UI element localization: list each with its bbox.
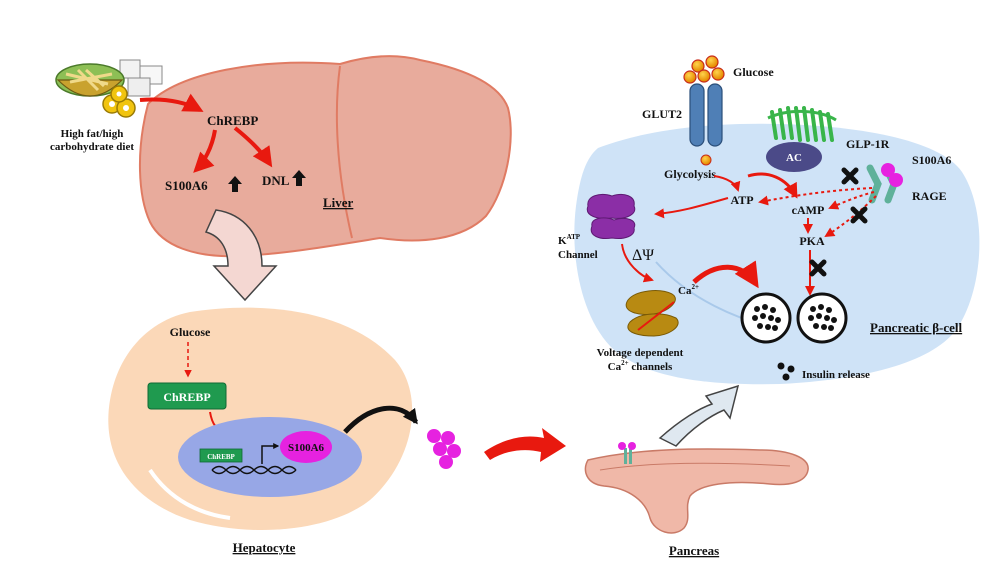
chrebp-box-label: ChREBP <box>163 390 210 404</box>
pancreas-receptor-icon <box>618 442 636 464</box>
katp-to-vdcc-arrow <box>621 243 654 283</box>
rage-to-pka-dotted-arrow <box>824 195 877 238</box>
pancreas-organ <box>584 448 809 534</box>
chrebp-small-label: ChREBP <box>207 453 235 461</box>
diet-label-line1: High fat/high <box>61 128 124 140</box>
glucose-balls <box>683 55 725 166</box>
vdcc-label-line2: Ca2+ channels <box>608 359 673 373</box>
chrebp-to-dnl-arrow <box>233 126 273 168</box>
rage-s100a6-label: S100A6 <box>912 153 951 167</box>
vdcc-channel <box>625 290 679 337</box>
vdcc-ca: Ca <box>608 361 622 373</box>
glycolysis-to-atp-arrow <box>713 175 741 192</box>
s100a6-up-arrow-icon <box>228 176 242 192</box>
katp-sup: ATP <box>567 233 581 241</box>
chrebp-box <box>147 382 227 410</box>
delta-psi-label: ΔΨ <box>632 247 654 264</box>
ac-label: AC <box>786 152 802 164</box>
atp-label: ATP <box>730 193 753 207</box>
hepatocyte-s100a6-label: S100A6 <box>288 442 325 454</box>
vdcc-label-line1: Voltage dependent <box>597 347 684 359</box>
katp-label-k: KATP <box>558 233 581 247</box>
ca-sup: 2+ <box>691 283 699 291</box>
rage-receptor <box>866 163 903 204</box>
hepatocyte-glucose-label: Glucose <box>170 325 211 339</box>
s100a6-gene-oval <box>280 431 332 463</box>
beta-glucose-label: Glucose <box>733 65 774 79</box>
katp-k: K <box>558 235 567 247</box>
glp1r-receptor <box>767 106 837 142</box>
chrebp-to-s100a6-arrow <box>193 129 217 173</box>
glycolysis-to-camp-arrow <box>747 172 798 199</box>
inhibition-x-icon <box>850 206 868 224</box>
diet-label-line2: carbohydrate diet <box>50 141 134 153</box>
diet-illustration <box>55 59 163 118</box>
dnl-label: DNL <box>262 173 290 188</box>
to-pancreas-red-arrow <box>484 428 566 462</box>
rage-to-atp-dotted-arrow <box>758 187 873 206</box>
glycolysis-label: Glycolysis <box>664 167 716 181</box>
released-insulin-dots <box>777 362 795 381</box>
ca-to-granules-arrow <box>692 260 759 289</box>
beta-cell-title: Pancreatic β-cell <box>870 320 963 335</box>
camp-label: cAMP <box>792 203 825 217</box>
ca-text: Ca <box>678 285 692 297</box>
hepatocyte-title: Hepatocyte <box>233 540 296 555</box>
ca-label: Ca2+ <box>678 283 699 297</box>
pka-label: PKA <box>799 234 825 248</box>
katp-channel-label: Channel <box>558 249 598 261</box>
liver-chrebp-label: ChREBP <box>207 113 258 128</box>
liver-organ <box>139 55 512 258</box>
vdcc-rest: channels <box>629 361 673 373</box>
inhibition-x-icon <box>841 167 859 185</box>
liver-s100a6-label: S100A6 <box>165 178 208 193</box>
dna-helix <box>211 465 297 475</box>
vdcc-sup: 2+ <box>621 359 629 367</box>
liver-title: Liver <box>323 195 354 210</box>
chrebp-small-box <box>199 448 243 463</box>
dnl-up-arrow-icon <box>292 170 306 186</box>
pancreas-title: Pancreas <box>669 543 719 558</box>
glut2-label: GLUT2 <box>642 107 682 121</box>
katp-channel <box>586 193 636 239</box>
insulin-granule <box>796 292 848 344</box>
atp-to-katp-arrow <box>654 197 729 219</box>
diet-to-chrebp-arrow <box>139 93 204 112</box>
rage-to-camp-dotted-arrow <box>828 191 875 210</box>
rage-label: RAGE <box>912 189 947 203</box>
adenylate-cyclase <box>766 142 822 172</box>
secretion-curved-arrow <box>343 405 419 434</box>
liver-to-hepatocyte-arrow <box>204 209 278 302</box>
inhibition-x-icon <box>809 259 827 277</box>
pancreas-to-beta-cell-arrow <box>658 384 740 447</box>
transcription-start-arrow <box>261 443 280 464</box>
insulin-granule <box>740 292 792 344</box>
insulin-release-label: Insulin release <box>802 369 870 381</box>
glp1r-label: GLP-1R <box>846 137 890 151</box>
secreted-s100a6-cluster <box>427 429 461 469</box>
glut2-transporter <box>689 83 723 147</box>
